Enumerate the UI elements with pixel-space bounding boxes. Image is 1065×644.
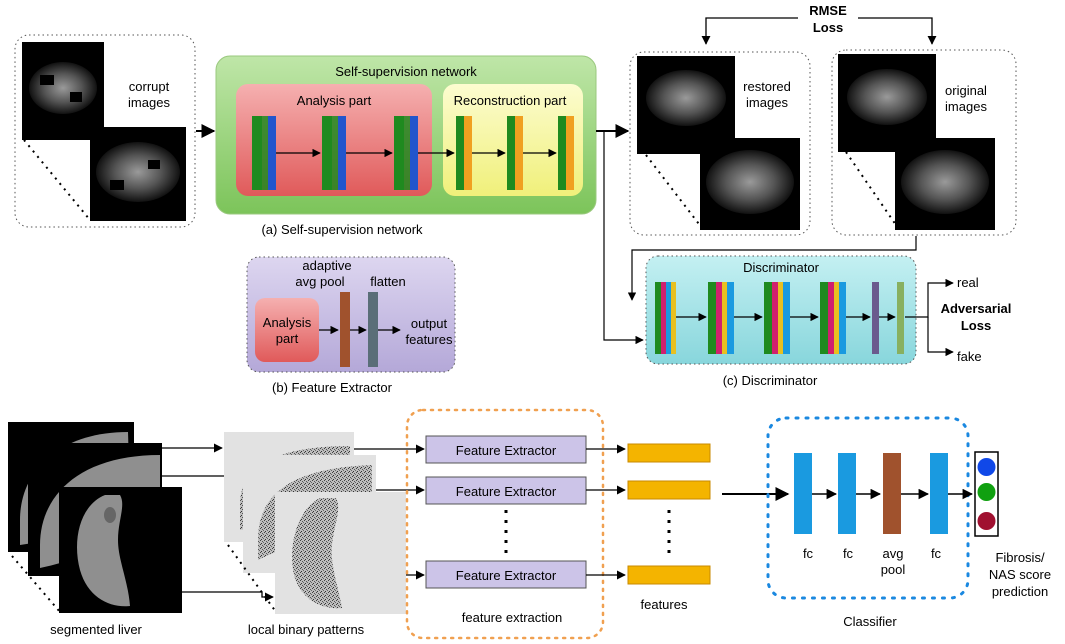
features-group: features [627,443,711,612]
rmse-label-1: RMSE [809,3,847,18]
fe-adaptive-pool-block [340,292,350,367]
stack-dots [23,139,91,221]
avg-label-1: avg [883,546,904,561]
fe-flatten-label: flatten [370,274,405,289]
segmented-liver-stack: segmented liver [8,422,182,637]
fe-box-2-label: Feature Extractor [456,484,557,499]
fe-output-label-1: output [411,316,448,331]
classifier-group: fc fc avg pool fc Classifier [766,416,970,629]
recon-title: Reconstruction part [454,93,567,108]
output-label-1: Fibrosis/ [995,550,1045,565]
ct-image-restored-2 [700,138,800,230]
corrupt-label-2: images [128,95,170,110]
fe-adaptive-label-2: avg pool [295,274,344,289]
feature-extraction-label: feature extraction [462,610,562,625]
arrow-ssn-to-discriminator [603,131,644,345]
fe-analysis-label-2: part [276,331,299,346]
arrow-fake [927,317,954,357]
feature-bar-3 [627,565,711,585]
caption-b: (b) Feature Extractor [272,380,393,395]
feature-bar-2 [627,480,711,500]
caption-c: (c) Discriminator [723,373,818,388]
fe-box-3 [425,560,587,589]
real-label: real [957,275,979,290]
fe-analysis-label-1: Analysis [263,315,312,330]
fe-box-1-label: Feature Extractor [456,443,557,458]
fc2-label: fc [843,546,854,561]
corrupt-label-1: corrupt [129,79,170,94]
fe-adaptive-label-1: adaptive [302,258,351,273]
ct-image-original-2 [895,138,995,230]
original-label-2: images [945,99,987,114]
rmse-label-2: Loss [813,20,843,35]
recon-block-2 [507,116,523,190]
disc-block-4 [820,282,846,354]
classifier-fc-3 [930,453,948,534]
fc3-label: fc [931,546,942,561]
fe-box-3-label: Feature Extractor [456,568,557,583]
corrupt-images-group: corrupt images [14,34,196,228]
disc-block-2 [708,282,734,354]
feature-extraction-group: Feature Extractor Feature Extractor Feat… [405,408,605,640]
disc-block-3 [764,282,790,354]
fake-label: fake [957,349,982,364]
feature-extractor-panel: Analysis part adaptive avg pool flatten … [246,256,456,373]
segmented-liver-label: segmented liver [50,622,142,637]
analysis-block-2 [322,116,346,190]
classifier-fc-2 [838,453,856,534]
analysis-title: Analysis part [297,93,372,108]
caption-a: (a) Self-supervision network [261,222,423,237]
adv-loss-label-2: Loss [961,318,991,333]
adv-loss-label-1: Adversarial [941,301,1012,316]
ct-image-corrupt-1 [22,42,104,140]
lbp-stack: local binary patterns [224,432,406,637]
disc-title: Discriminator [743,260,820,275]
recon-block-3 [558,116,574,190]
output-label-3: prediction [992,584,1048,599]
fe-box-2 [425,476,587,505]
ct-image-restored-1 [637,56,735,154]
self-supervision-network: Self-supervision network Analysis part R… [215,55,597,215]
restored-label-2: images [746,95,788,110]
output-nodes: Fibrosis/ NAS score prediction [974,451,1051,599]
ct-image-original-1 [838,54,936,152]
arrow-original-to-discriminator [627,236,917,301]
features-label: features [641,597,688,612]
classifier-fc-1 [794,453,812,534]
avg-label-2: pool [881,562,906,577]
restored-label-1: restored [743,79,791,94]
lbp-label: local binary patterns [248,622,365,637]
analysis-block-3 [394,116,418,190]
original-label-1: original [945,83,987,98]
recon-block-1 [456,116,472,190]
disc-flatten-block [872,282,879,354]
output-node-green [977,483,996,501]
disc-block-1 [655,282,676,354]
fc1-label: fc [803,546,814,561]
output-node-red [977,512,996,530]
rmse-loss: RMSE Loss [701,3,937,45]
original-images-group: original images [831,49,1017,236]
classifier-label: Classifier [843,614,897,629]
feature-bar-1 [627,443,711,463]
fe-analysis-box [255,298,319,362]
discriminator-panel: Discriminator [645,255,917,365]
analysis-block-1 [252,116,276,190]
output-label-2: NAS score [989,567,1051,582]
fe-box-1 [425,435,587,464]
fe-flatten-block [368,292,378,367]
restored-images-group: restored images [629,51,811,236]
arrow-real [905,278,954,318]
fe-output-label-2: features [406,332,453,347]
classifier-avg-pool [883,453,901,534]
disc-fc-block [897,282,904,354]
output-node-blue [977,458,996,476]
ct-image-corrupt-2 [90,127,186,221]
ssn-title: Self-supervision network [335,64,477,79]
